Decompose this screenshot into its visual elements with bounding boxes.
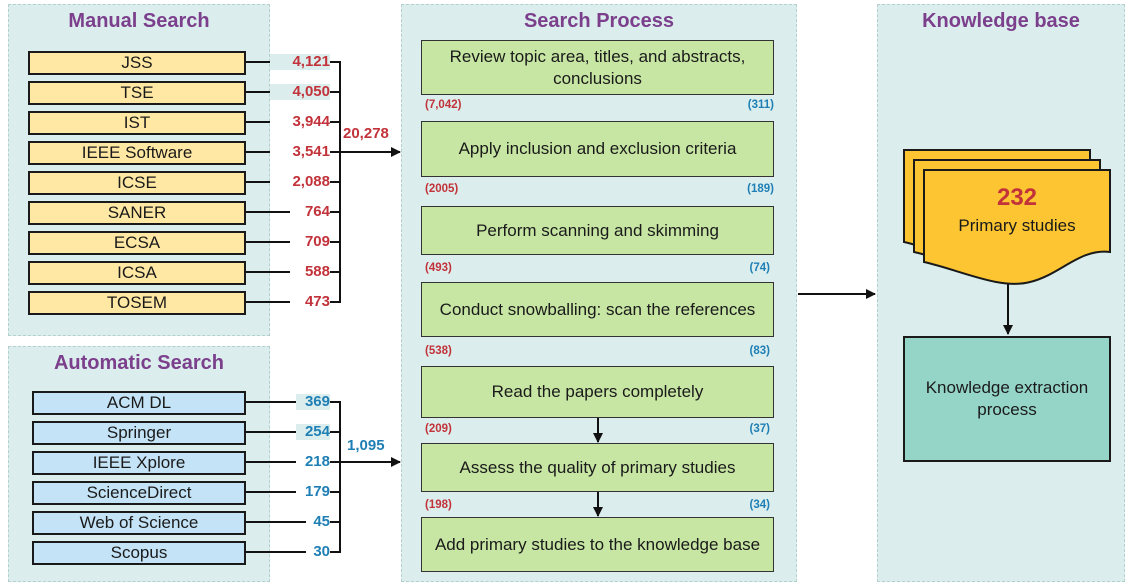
step-automatic-count: (311) [747,99,774,111]
step-read-papers: Read the papers completely [421,366,774,418]
source-label: ScienceDirect [86,483,192,502]
step-label: Conduct snowballing: scan the references [439,299,756,319]
step-manual-count: (538) [425,345,452,357]
knowledge-extraction-label: Knowledge extraction process [925,378,1089,419]
manual-count: 588 [290,264,330,280]
source-label: Springer [106,423,172,442]
manual-source-ecsa: ECSA [28,231,246,255]
source-label: ECSA [113,233,161,252]
source-label: ICSE [117,173,157,192]
knowledge-extraction-box: Knowledge extraction process [903,336,1111,462]
manual-source-icsa: ICSA [28,261,246,285]
step-label: Perform scanning and skimming [476,220,719,240]
source-label: IST [123,113,151,132]
source-label: JSS [121,53,153,72]
manual-source-jss: JSS [28,51,246,75]
manual-source-icse: ICSE [28,171,246,195]
step-automatic-count: (74) [749,262,770,274]
primary-studies-label: Primary studies [958,216,1076,235]
step-apply-criteria: Apply inclusion and exclusion criteria [421,121,774,177]
step-assess-quality: Assess the quality of primary studies [421,443,774,492]
step-snowballing: Conduct snowballing: scan the references [421,282,774,337]
manual-count: 4,050 [270,84,330,100]
step-add-to-knowledge-base: Add primary studies to the knowledge bas… [421,517,774,572]
source-label: Scopus [110,543,168,562]
step-manual-count: (493) [425,262,452,274]
automatic-source-sciencedirect: ScienceDirect [32,481,246,505]
automatic-source-acm-dl: ACM DL [32,391,246,415]
manual-source-saner: SANER [28,201,246,225]
manual-source-ist: IST [28,111,246,135]
step-label: Review topic area, titles, and abstracts… [449,46,746,88]
automatic-count: 30 [306,544,330,560]
source-label: IEEE Xplore [92,453,186,472]
source-label: TSE [120,83,154,102]
step-review-topic: Review topic area, titles, and abstracts… [421,40,774,95]
step-automatic-count: (37) [749,423,770,435]
automatic-search-title: Automatic Search [53,352,225,374]
automatic-source-scopus: Scopus [32,541,246,565]
manual-count: 3,944 [270,114,330,130]
source-label: ACM DL [106,393,172,412]
step-label: Apply inclusion and exclusion criteria [458,139,737,158]
step-manual-count: (2005) [425,183,459,195]
automatic-source-web-of-science: Web of Science [32,511,246,535]
manual-source-ieee-software: IEEE Software [28,141,246,165]
automatic-source-ieee-xplore: IEEE Xplore [32,451,246,475]
knowledge-base-title: Knowledge base [922,10,1080,32]
automatic-count: 369 [296,394,330,410]
manual-source-tosem: TOSEM [28,291,246,315]
step-label: Add primary studies to the knowledge bas… [434,534,761,554]
manual-count: 709 [290,234,330,250]
search-process-title: Search Process [523,10,675,32]
step-scanning-skimming: Perform scanning and skimming [421,206,774,255]
primary-studies-count: 232 [996,184,1038,211]
automatic-count: 45 [306,514,330,530]
knowledge-base-panel: Knowledge base [877,4,1125,582]
manual-search-title: Manual Search [68,10,210,32]
source-label: SANER [107,203,167,222]
manual-total: 20,278 [343,125,389,142]
source-label: TOSEM [106,293,168,312]
automatic-count: 179 [296,484,330,500]
step-automatic-count: (189) [747,183,774,195]
automatic-source-springer: Springer [32,421,246,445]
step-manual-count: (209) [425,423,452,435]
step-automatic-count: (34) [749,499,770,511]
manual-count: 764 [290,204,330,220]
source-label: ICSA [117,263,157,282]
manual-count: 3,541 [270,144,330,160]
manual-count: 4,121 [270,54,330,70]
step-automatic-count: (83) [749,345,770,357]
automatic-count: 254 [296,424,330,440]
step-manual-count: (7,042) [425,99,462,111]
source-label: Web of Science [79,513,199,532]
source-label: IEEE Software [81,143,193,162]
step-label: Assess the quality of primary studies [459,457,736,477]
manual-count: 473 [290,294,330,310]
step-label: Read the papers completely [491,382,704,401]
automatic-total: 1,095 [347,437,385,454]
manual-count: 2,088 [270,174,330,190]
manual-source-tse: TSE [28,81,246,105]
step-manual-count: (198) [425,499,452,511]
automatic-count: 218 [296,454,330,470]
